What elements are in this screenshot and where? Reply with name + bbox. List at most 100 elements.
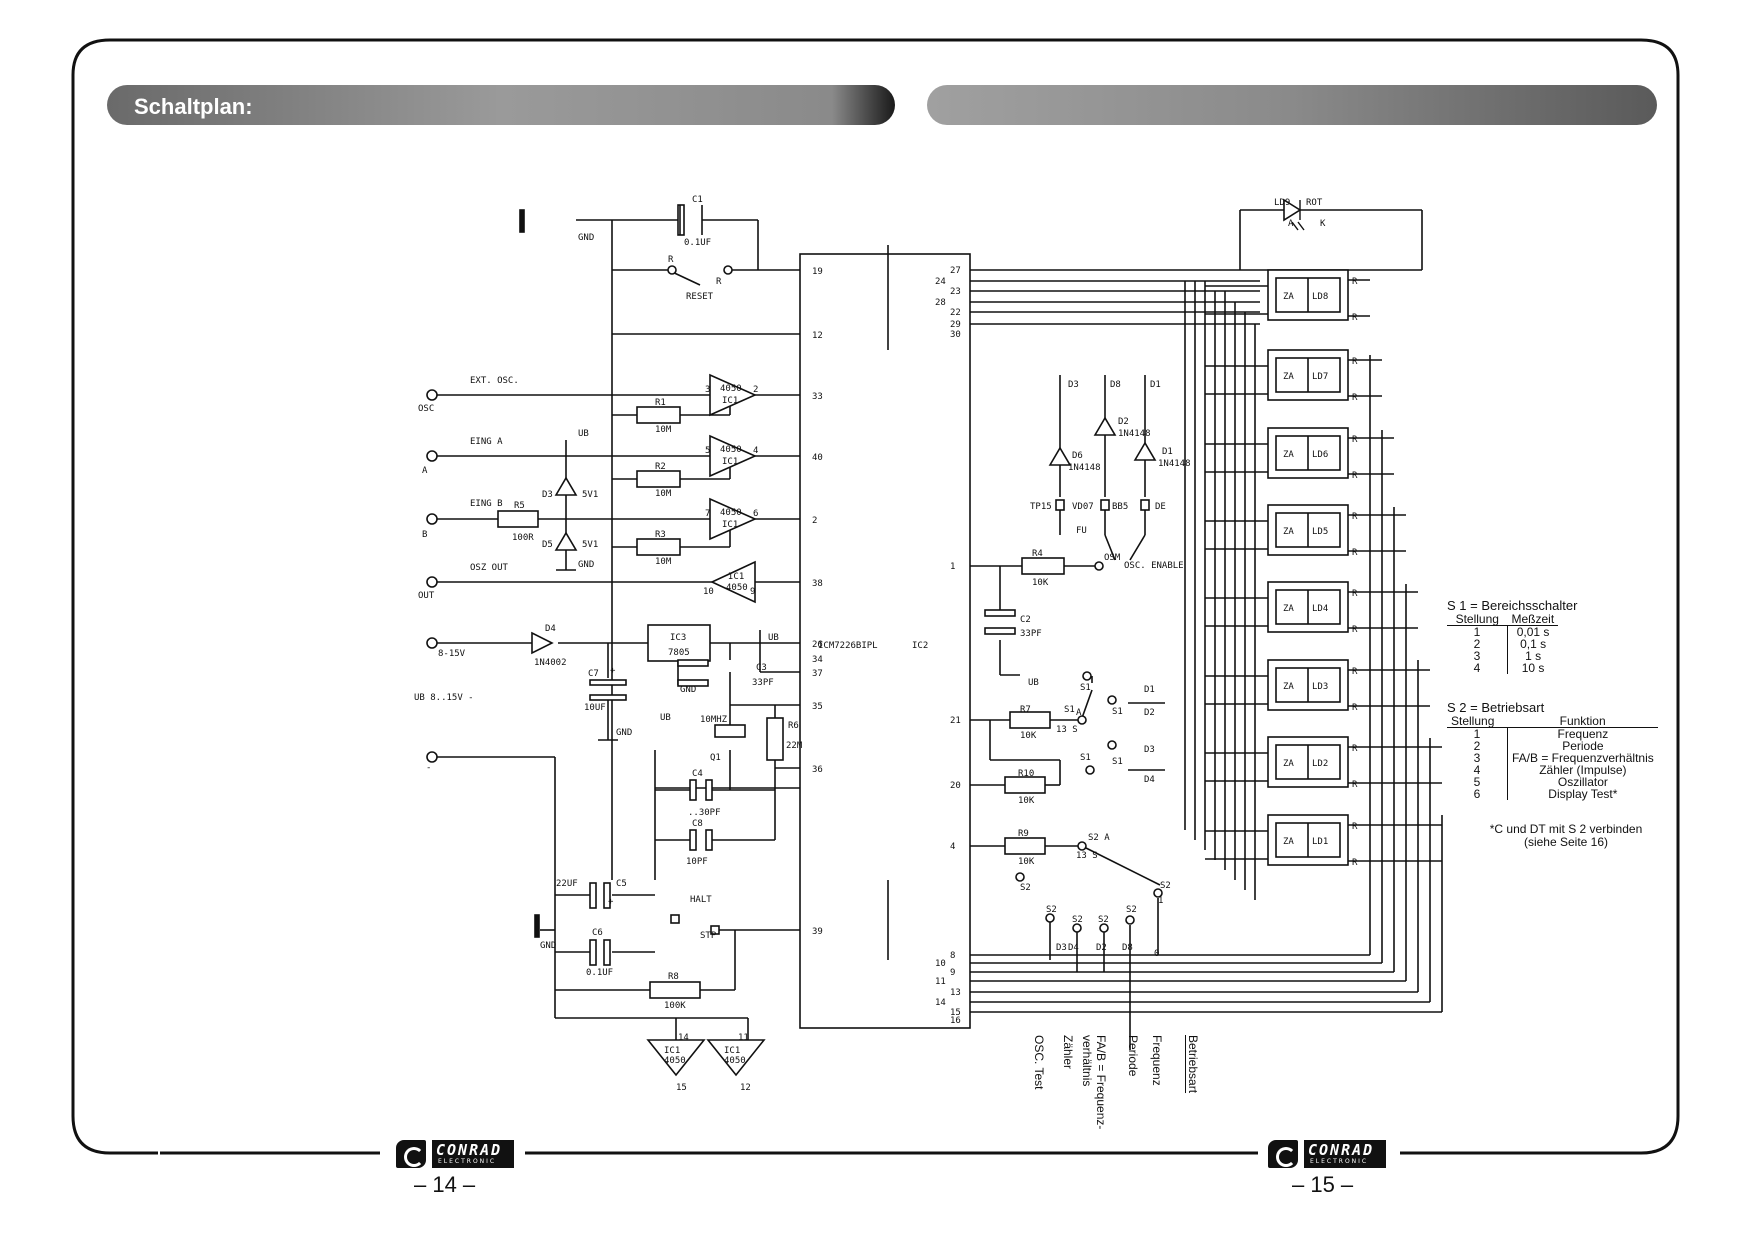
eing-b-label: EING B — [470, 499, 503, 509]
digit-pin-r-label: R — [1352, 667, 1358, 677]
schematic-label: - — [426, 763, 431, 773]
ic2-pin-23: 23 — [950, 287, 961, 297]
digit-name-label: LD4 — [1312, 604, 1328, 614]
gnd-label-top: GND — [578, 233, 594, 243]
conrad-logo-icon — [1268, 1140, 1298, 1168]
r4-resistor — [1021, 557, 1065, 575]
schematic-label: R1 — [655, 398, 666, 408]
r9-resistor — [1004, 837, 1046, 855]
legend_s2-value: Display Test* — [1548, 787, 1618, 801]
digit-pin-r-label: R — [1352, 512, 1358, 522]
footnote: *C und DT mit S 2 verbinden (siehe Seite… — [1489, 822, 1643, 849]
digit-pin-r-label: R — [1352, 471, 1358, 481]
ic2-pin-39: 39 — [812, 927, 823, 937]
r6-resistor — [766, 717, 784, 761]
ic1-buffer-6 — [706, 1039, 766, 1077]
schematic-label: IC1 — [722, 520, 738, 530]
legend_s2-stellung: 2 — [1447, 740, 1508, 752]
schematic-label: VD07 — [1072, 502, 1094, 512]
r1-resistor — [636, 406, 681, 424]
schematic-label: 10 — [703, 587, 714, 597]
legend-s1-head-1: Stellung — [1447, 613, 1508, 626]
schematic-label: 5 — [705, 446, 710, 456]
out-label: OUT — [418, 591, 435, 601]
halt-label: HALT — [690, 895, 712, 905]
legend-s1-head-2: Meßzeit — [1507, 613, 1559, 626]
schematic-label: UB — [1028, 678, 1039, 688]
b-label: B — [422, 530, 427, 540]
schematic-label: A — [1076, 708, 1082, 718]
schematic-label: S2 — [1126, 905, 1137, 915]
schematic-label: IC3 — [670, 633, 686, 643]
brand-logo-right: CONRAD ELECTRONIC — [1268, 1140, 1388, 1168]
digit-pin-r-label: R — [1352, 357, 1358, 367]
digit-za-label: ZA — [1283, 604, 1294, 614]
schematic-label: 1N4002 — [534, 658, 567, 668]
ic2-pin-11: 11 — [935, 977, 946, 987]
page-frame — [71, 38, 1680, 1155]
label-frequenz: Frequenz — [1150, 1035, 1164, 1086]
schematic-label: 4050 — [720, 445, 742, 455]
schematic-label: 33PF — [752, 678, 774, 688]
legend_s2-value: Oszillator — [1557, 775, 1608, 789]
ic2-pin-12: 12 — [812, 331, 823, 341]
schematic-label: C2 — [1020, 615, 1031, 625]
digit-name-label: LD5 — [1312, 527, 1328, 537]
schematic-label: 15 — [676, 1083, 687, 1093]
legend_s1-value: 0,1 s — [1520, 637, 1547, 651]
label-osc-test: OSC. Test — [1032, 1035, 1046, 1090]
ic1-buffer-3 — [709, 497, 757, 541]
ic1-buffer-1 — [709, 373, 757, 417]
ic2-pin-4: 4 — [950, 842, 955, 852]
digit-pin-r-label: R — [1352, 589, 1358, 599]
ext-osc-label: EXT. OSC. — [470, 376, 519, 386]
schematic-label: 7 — [705, 509, 710, 519]
schematic-label: 4050 — [720, 384, 742, 394]
ic1-buffer-5 — [646, 1039, 706, 1077]
digit-pin-r-label: R — [1352, 548, 1358, 558]
ic2-pin-14: 14 — [935, 998, 946, 1008]
ic2-pin-13: 13 — [950, 988, 961, 998]
schematic-label: 10M — [655, 425, 672, 435]
schematic-label: GND — [680, 685, 696, 695]
osc-label: OSC — [418, 404, 434, 414]
schematic-label: D3 — [1068, 380, 1079, 390]
schematic-label: D4 — [1068, 943, 1079, 953]
digit-za-label: ZA — [1283, 450, 1294, 460]
schematic-label: 4050 — [724, 1056, 746, 1066]
ic2-pin-21: 21 — [950, 716, 961, 726]
reset-label: RESET — [686, 292, 714, 302]
schematic-label: 10M — [655, 489, 672, 499]
digit-name-label: LD6 — [1312, 450, 1328, 460]
schematic-label: R9 — [1018, 829, 1029, 839]
ic2-pin-8: 8 — [950, 951, 955, 961]
header-bar-right — [927, 85, 1657, 125]
digit-name-label: LD3 — [1312, 682, 1328, 692]
schematic-label: + — [608, 897, 614, 907]
schematic-label: Q1 — [710, 753, 721, 763]
ic2-pin-24: 24 — [935, 277, 946, 287]
ic2-pin-10: 10 — [935, 959, 946, 969]
schematic-label: S1 — [1064, 705, 1075, 715]
schematic-label: 1 — [1158, 896, 1163, 906]
legend-s1: S 1 = Bereichsschalter Stellung Meßzeit … — [1447, 598, 1577, 674]
schematic-label: IC1 — [722, 396, 738, 406]
schematic-label: GND — [578, 560, 594, 570]
schematic-label: IC1 — [728, 572, 744, 582]
